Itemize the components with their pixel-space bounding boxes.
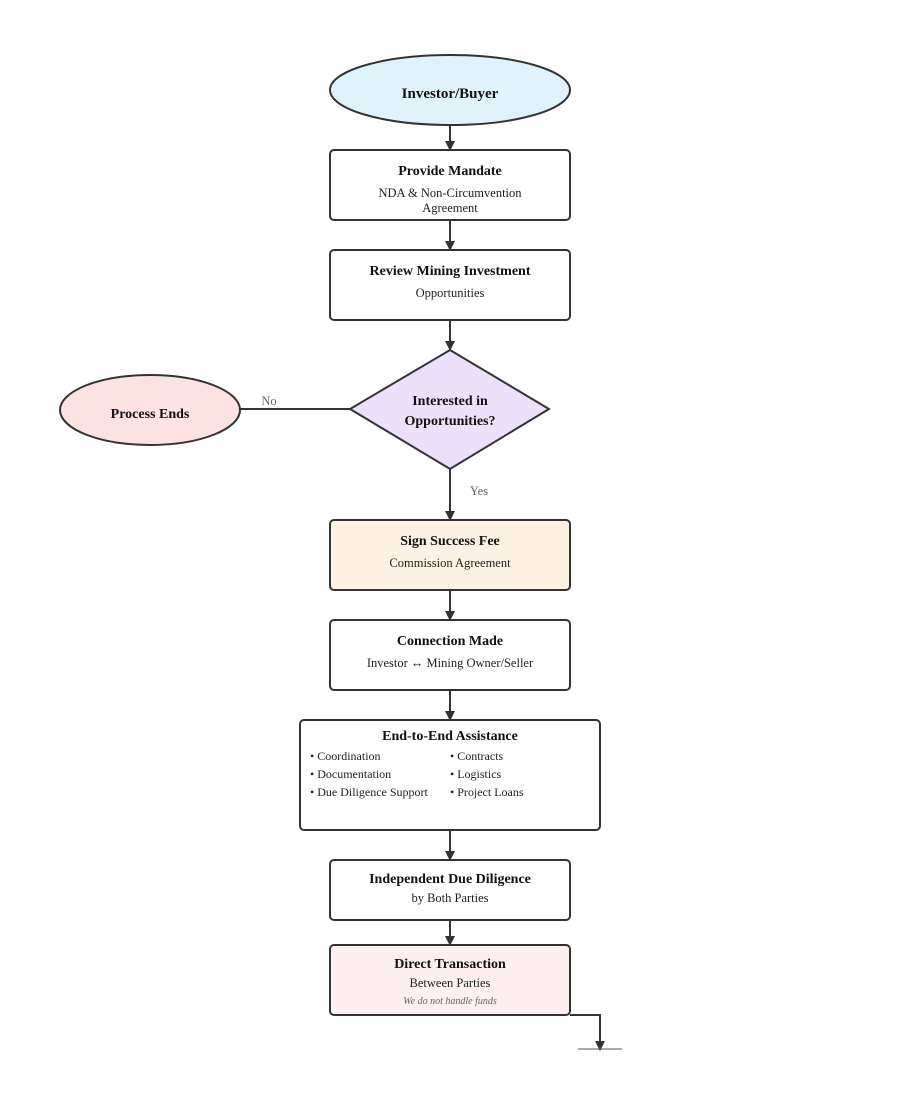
- mandate-box: [329, 149, 571, 221]
- node-assistance: End-to-End Assistance • Coordination • D…: [299, 719, 601, 831]
- edge-transaction-out: [570, 1014, 605, 1051]
- mandate-title: Provide Mandate: [398, 164, 502, 179]
- success-fee-box: [329, 519, 571, 591]
- assistance-item-coordination: • Coordination: [310, 749, 381, 763]
- decision-line2: Opportunities?: [404, 414, 495, 429]
- node-due-diligence: Independent Due Diligence by Both Partie…: [329, 859, 571, 921]
- connection-title: Connection Made: [397, 634, 503, 649]
- connection-line1: Investor ↔ Mining Owner/Seller: [367, 656, 534, 670]
- assistance-item-documentation: • Documentation: [310, 767, 391, 781]
- review-title: Review Mining Investment: [370, 264, 531, 279]
- review-box: [329, 249, 571, 321]
- edge-label-yes: Yes: [470, 484, 488, 498]
- node-decision: Interested in Opportunities?: [348, 348, 551, 471]
- transaction-line1: Between Parties: [410, 976, 491, 990]
- mandate-line2: Agreement: [422, 201, 478, 215]
- process-ends-ellipse: [59, 374, 241, 446]
- edges: No Yes: [240, 125, 622, 1051]
- node-success-fee: Sign Success Fee Commission Agreement: [329, 519, 571, 591]
- node-review: Review Mining Investment Opportunities: [329, 249, 571, 321]
- assistance-item-project-loans: • Project Loans: [450, 785, 524, 799]
- node-investor: Investor/Buyer: [329, 54, 571, 126]
- due-diligence-box: [329, 859, 571, 921]
- connection-box: [329, 619, 571, 691]
- decision-diamond: [348, 348, 551, 471]
- assistance-box: [299, 719, 601, 831]
- node-transaction: Direct Transaction Between Parties We do…: [329, 944, 571, 1016]
- node-mandate: Provide Mandate NDA & Non-Circumvention …: [329, 149, 571, 221]
- transaction-note: We do not handle funds: [403, 996, 497, 1007]
- review-line1: Opportunities: [416, 286, 485, 300]
- investor-title: Investor/Buyer: [402, 86, 499, 102]
- assistance-item-due-diligence-support: • Due Diligence Support: [310, 785, 429, 799]
- due-diligence-line1: by Both Parties: [411, 891, 488, 905]
- decision-line1: Interested in: [412, 394, 488, 409]
- assistance-item-contracts: • Contracts: [450, 749, 504, 763]
- investor-ellipse: [329, 54, 571, 126]
- transaction-box: [329, 944, 571, 1016]
- due-diligence-title: Independent Due Diligence: [369, 872, 531, 887]
- node-connection: Connection Made Investor ↔ Mining Owner/…: [329, 619, 571, 691]
- assistance-item-logistics: • Logistics: [450, 767, 502, 781]
- assistance-title: End-to-End Assistance: [382, 729, 518, 744]
- transaction-title: Direct Transaction: [394, 957, 506, 972]
- mandate-line1: NDA & Non-Circumvention: [378, 186, 522, 200]
- success-fee-line1: Commission Agreement: [389, 556, 511, 570]
- success-fee-title: Sign Success Fee: [400, 534, 500, 549]
- edge-label-no: No: [261, 394, 276, 408]
- node-process-ends: Process Ends: [59, 374, 241, 446]
- process-ends-title: Process Ends: [111, 407, 190, 422]
